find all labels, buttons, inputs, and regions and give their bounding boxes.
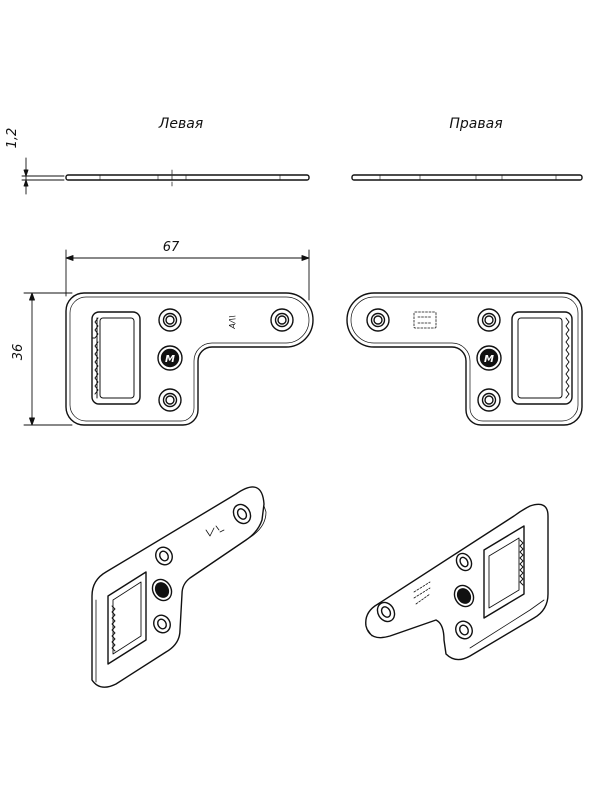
right-iso-logo [453,584,475,608]
right-plate: M [346,292,583,426]
left-hole-top [158,308,182,332]
right-iso-stamp [413,581,431,605]
right-iso-outline [365,503,549,661]
left-edge-view [65,169,310,187]
left-iso-edge [95,505,267,683]
right-view-title: Правая [449,116,502,132]
right-hole-bottom [477,388,501,412]
right-iso-edge [367,599,545,649]
left-plate-isometric [91,486,267,688]
thickness-label: 1,2 [5,128,20,149]
right-edge-view [351,174,583,181]
thickness-dimension [21,157,65,195]
right-serrated-window [511,311,573,405]
left-iso-hole-top [155,546,173,566]
left-iso-hole-end [232,503,252,525]
left-stamp-marking: A/\\ [228,315,237,330]
right-logo-badge: M [476,345,502,371]
left-iso-outline [91,486,265,688]
left-hole-end [270,308,294,332]
left-iso-window [107,571,147,665]
left-plate: M A/\\ [65,292,314,426]
left-plate-inner-outline [69,296,310,422]
width-label: 67 [163,240,180,255]
height-label: 36 [11,344,26,361]
left-iso-logo [151,578,173,602]
right-iso-hole-end [376,601,396,623]
right-plate-isometric [365,503,549,661]
width-dimension [65,249,310,301]
right-iso-hole-top [455,552,473,572]
right-stamp-marking [413,311,437,329]
height-dimension [23,292,73,426]
right-hole-top [477,308,501,332]
left-iso-stamp [205,525,225,537]
right-plate-inner-outline [350,296,579,422]
left-logo-letter: M [165,354,175,365]
right-logo-letter: M [484,354,494,365]
left-logo-badge: M [157,345,183,371]
right-iso-window [483,525,525,619]
right-hole-end [366,308,390,332]
right-iso-hole-bottom [455,620,473,640]
left-hole-bottom [158,388,182,412]
left-view-title: Левая [158,116,203,132]
left-plate-outline [65,292,314,426]
left-serrated-window [91,311,141,405]
right-plate-outline [346,292,583,426]
left-iso-hole-bottom [153,614,171,634]
